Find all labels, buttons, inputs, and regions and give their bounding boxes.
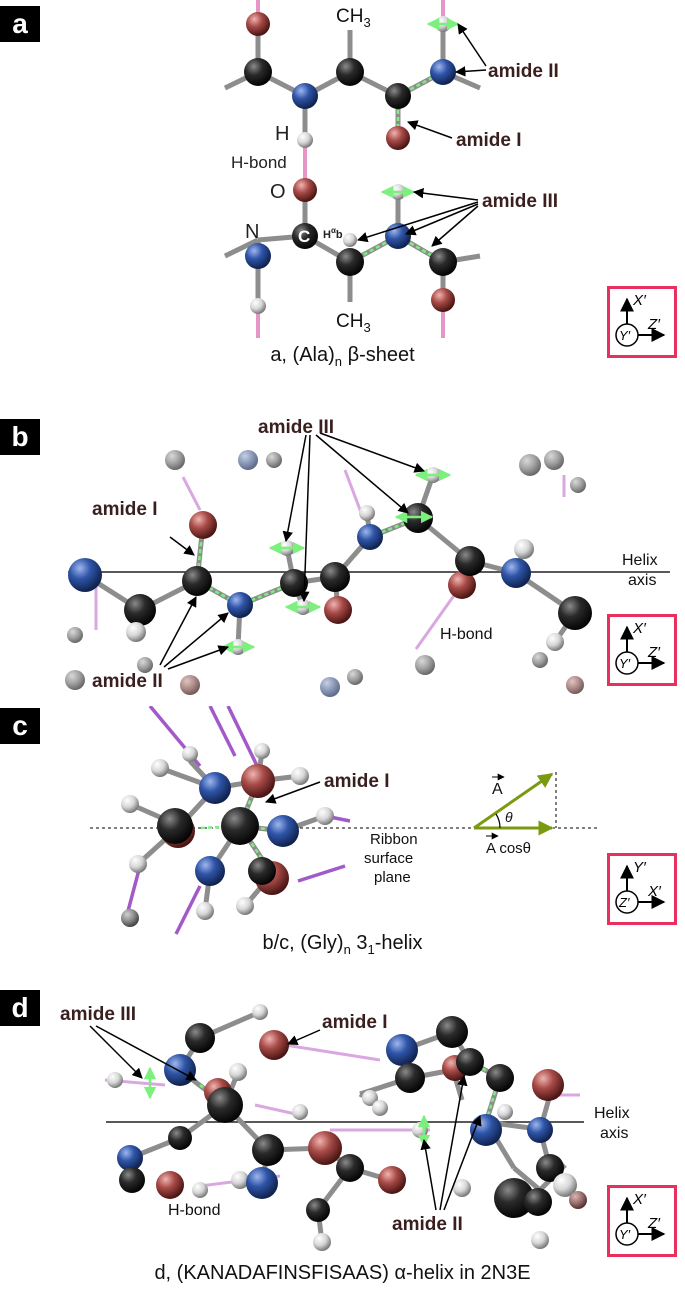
axis-right-label: Z′ bbox=[647, 316, 661, 333]
axis-right-label: Z′ bbox=[647, 1215, 661, 1232]
label-helix: Helix bbox=[594, 1105, 630, 1122]
hbond-lines bbox=[94, 469, 566, 650]
label-c: C bbox=[298, 227, 310, 246]
label-surface: surface bbox=[364, 850, 413, 867]
axis-center-label: Z′ bbox=[618, 895, 630, 910]
panel-b-label: b bbox=[0, 419, 40, 455]
label-amide-ii: amide II bbox=[92, 671, 163, 692]
label-o: O bbox=[270, 181, 286, 203]
label-vec-a: A bbox=[492, 781, 503, 798]
amide-i-arrow bbox=[265, 781, 321, 804]
annotation-arrows bbox=[159, 432, 425, 670]
panel-d: d bbox=[0, 990, 685, 1300]
axis-up-label: X′ bbox=[632, 292, 647, 309]
label-h: H bbox=[275, 123, 289, 145]
panel-c-label: c bbox=[0, 708, 40, 744]
label-n: N bbox=[245, 221, 259, 243]
panel-a-label: a bbox=[0, 6, 40, 42]
label-amide-iii: amide III bbox=[482, 191, 558, 212]
atoms bbox=[107, 1004, 587, 1251]
label-hbond: H-bond bbox=[231, 153, 287, 172]
label-helix: Helix bbox=[622, 552, 658, 569]
alpha-helix-diagram: amide III amide I amide II Helix axis H-… bbox=[60, 1004, 630, 1251]
label-axis: axis bbox=[600, 1125, 628, 1142]
vector-projection-diagram: A θ A cosθ bbox=[473, 772, 557, 857]
label-amide-iii: amide III bbox=[60, 1004, 136, 1025]
axis-up-label: Y′ bbox=[633, 859, 647, 876]
label-ch3-top: CH3 bbox=[336, 6, 371, 30]
caption-bc: b/c, (Gly)n 31-helix bbox=[262, 932, 423, 957]
label-amide-i: amide I bbox=[456, 130, 521, 151]
vector-a bbox=[473, 772, 554, 830]
annotation-arrows bbox=[356, 23, 487, 247]
axis-right-label: Z′ bbox=[647, 644, 661, 661]
label-amide-i: amide I bbox=[92, 499, 157, 520]
label-amide-i: amide I bbox=[324, 771, 389, 792]
axes-frame-b: X′ Z′ Y′ bbox=[607, 614, 677, 686]
beta-sheet-diagram: amide II amide I amide III CH3 CH3 H H-b… bbox=[223, 0, 559, 338]
axes-frame-d: X′ Z′ Y′ bbox=[607, 1185, 677, 1257]
panel-a: a bbox=[0, 0, 685, 380]
panel-d-label: d bbox=[0, 990, 40, 1026]
gly-helix-end-diagram: amide I Ribbon surface plane A θ A cosθ bbox=[90, 706, 598, 935]
gly-helix-side-diagram: amide III amide I amide II Helix axis H-… bbox=[65, 417, 670, 697]
axes-frame-a: X′ Z′ Y′ bbox=[607, 286, 677, 358]
axis-right-label: X′ bbox=[647, 883, 662, 900]
label-amide-i: amide I bbox=[322, 1012, 387, 1033]
label-theta: θ bbox=[505, 809, 513, 825]
axis-center-label: Y′ bbox=[619, 328, 631, 343]
label-ch3-bottom: CH3 bbox=[336, 311, 371, 335]
label-axis: axis bbox=[628, 572, 656, 589]
label-plane: plane bbox=[374, 869, 411, 886]
annotation-arrows bbox=[89, 1025, 482, 1211]
label-amide-ii: amide II bbox=[392, 1214, 463, 1235]
displacement-bonds bbox=[195, 516, 419, 607]
caption-d: d, (KANADAFINSFISAAS) α-helix in 2N3E bbox=[154, 1262, 531, 1284]
label-hbond: H-bond bbox=[440, 626, 492, 643]
atoms bbox=[121, 743, 334, 927]
label-ribbon: Ribbon bbox=[370, 831, 418, 848]
label-vec-acos: A cosθ bbox=[486, 840, 531, 857]
panel-c: c bbox=[0, 706, 685, 966]
atoms bbox=[68, 467, 592, 655]
axes-frame-c: Y′ X′ Z′ bbox=[607, 853, 677, 925]
displacement-arrows bbox=[380, 17, 460, 199]
label-halpha: Hαb bbox=[323, 226, 343, 241]
panel-b: b bbox=[0, 415, 685, 700]
axis-center-label: Y′ bbox=[619, 656, 631, 671]
label-amide-ii: amide II bbox=[488, 61, 559, 82]
background-atoms bbox=[65, 450, 586, 697]
axis-center-label: Y′ bbox=[619, 1227, 631, 1242]
label-hbond: H-bond bbox=[168, 1202, 220, 1219]
caption-a: a, (Ala)n β-sheet bbox=[270, 344, 415, 369]
axis-up-label: X′ bbox=[632, 1191, 647, 1208]
axis-up-label: X′ bbox=[632, 620, 647, 637]
label-amide-iii: amide III bbox=[258, 417, 334, 438]
